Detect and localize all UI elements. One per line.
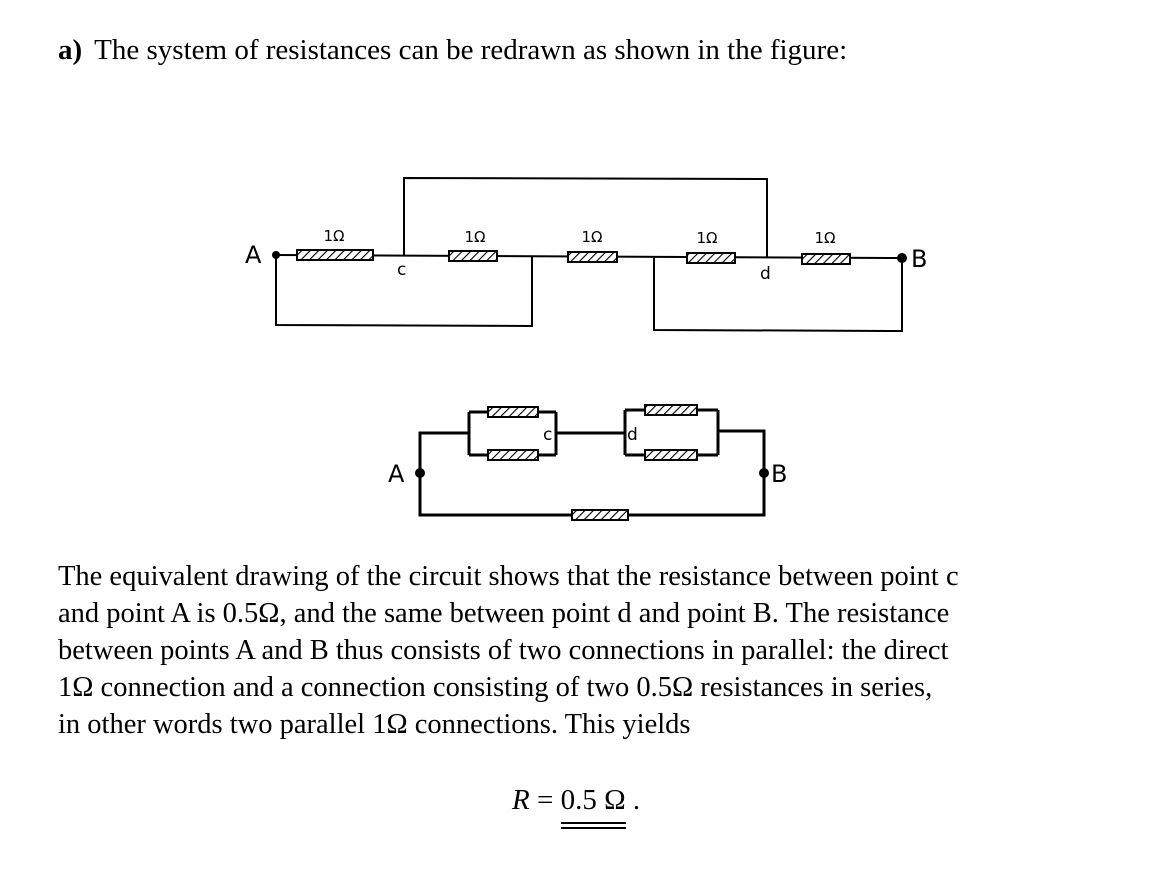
wire-c-d-bridge <box>403 176 768 258</box>
node-b-dot <box>897 253 907 263</box>
paragraph-line: 1Ω connection and a connection consistin… <box>58 672 933 703</box>
eq-resistor-right-bottom <box>644 449 698 461</box>
paragraph-line: The equivalent drawing of the circuit sh… <box>58 561 959 592</box>
eq-resistor-right-top <box>644 404 698 416</box>
node-c-label: c <box>397 260 406 280</box>
eq-resistor-direct <box>571 509 629 521</box>
resistor-4 <box>686 252 736 264</box>
paragraph-line: in other words two parallel 1Ω connectio… <box>58 709 691 740</box>
heading: a) The system of resistances can be redra… <box>58 30 847 70</box>
wire-a-top <box>418 431 469 473</box>
node-a-label: A <box>245 241 262 269</box>
eq-node-a-dot <box>415 468 425 478</box>
paragraph-line: and point A is 0.5Ω, and the same betwee… <box>58 598 950 629</box>
node-b-label: B <box>911 245 927 273</box>
eq-node-b-label: B <box>771 460 787 488</box>
heading-label: a) <box>58 34 83 66</box>
wire-a-bottom-loop <box>275 255 533 328</box>
formula-equals: = <box>529 784 561 816</box>
resistor-2 <box>448 250 498 262</box>
eq-node-d-label: d <box>627 425 638 445</box>
wire-a-b-direct <box>418 473 766 517</box>
resistor-4-label: 1Ω <box>696 229 717 247</box>
formula-result-value: 0.5 Ω <box>560 780 626 824</box>
resistor-1 <box>296 249 374 261</box>
eq-resistor-left-bottom <box>487 449 539 461</box>
formula-period: . <box>625 784 641 816</box>
eq-resistor-left-top <box>487 406 539 418</box>
wire-b-top <box>718 429 766 473</box>
wire-b-bottom-loop <box>653 257 903 333</box>
heading-text: The system of resistances can be redrawn… <box>94 34 848 66</box>
eq-node-c-label: c <box>543 425 552 445</box>
resistor-2-label: 1Ω <box>464 228 485 246</box>
node-d-label: d <box>760 264 771 284</box>
eq-node-b-dot <box>759 468 769 478</box>
paragraph-line: between points A and B thus consists of … <box>58 635 949 666</box>
resistor-5 <box>801 253 851 265</box>
node-a-dot <box>272 251 280 259</box>
formula-variable: R <box>512 784 530 816</box>
resistor-1-label: 1Ω <box>323 227 344 245</box>
eq-node-a-label: A <box>388 460 405 488</box>
resistor-3-label: 1Ω <box>581 228 602 246</box>
figure-equivalent-circuit <box>418 408 766 517</box>
resistor-3 <box>567 251 618 263</box>
resistor-5-label: 1Ω <box>814 229 835 247</box>
explanation-paragraph: The equivalent drawing of the circuit sh… <box>58 558 1148 743</box>
result-formula: R = 0.5 Ω . <box>512 780 641 824</box>
